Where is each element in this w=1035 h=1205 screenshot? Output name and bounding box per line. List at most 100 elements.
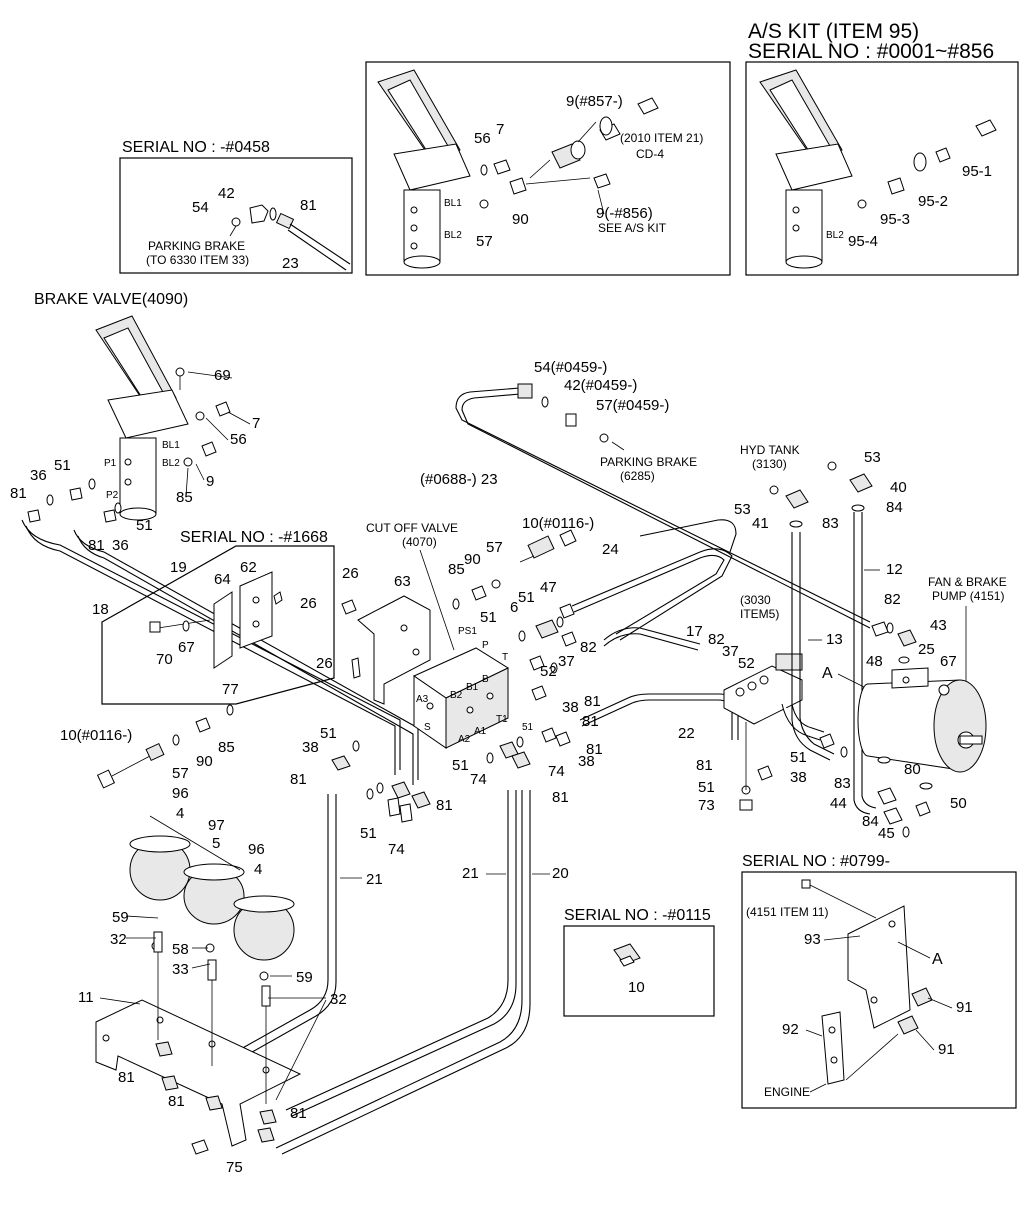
callout-9-856-top: 9(-#856) bbox=[596, 205, 653, 222]
brake-valve-main bbox=[95, 315, 189, 521]
callout-38-manifold: 38 bbox=[790, 769, 807, 786]
callout-77: 77 bbox=[222, 681, 239, 698]
port-a2: A2 bbox=[458, 734, 471, 745]
callout-48: 48 bbox=[866, 653, 883, 670]
callout-32-a: 32 bbox=[110, 931, 127, 948]
callout-44: 44 bbox=[830, 795, 847, 812]
callout-81-mid: 81 bbox=[88, 537, 105, 554]
note-4151-item-11: (4151 ITEM 11) bbox=[746, 905, 828, 919]
callout-81-lower-c: 81 bbox=[552, 789, 569, 806]
callout-51-cutoff-b: 51 bbox=[518, 589, 535, 606]
inset-serial-1668 bbox=[101, 545, 335, 705]
callout-20: 20 bbox=[552, 865, 569, 882]
callout-52-cutoff: 52 bbox=[540, 663, 557, 680]
hose-23 bbox=[455, 387, 871, 623]
callout-53-top: 53 bbox=[864, 449, 881, 466]
callout-81-lower-b: 81 bbox=[436, 797, 453, 814]
callout-97: 97 bbox=[208, 817, 225, 834]
inset-0458-parts bbox=[229, 204, 351, 271]
port-b: B bbox=[482, 674, 489, 685]
bracket-1668 bbox=[149, 571, 283, 669]
inset-0458-title: SERIAL NO : -#0458 bbox=[122, 139, 270, 156]
callout-47: 47 bbox=[540, 579, 557, 596]
callout-21-right: 21 bbox=[462, 865, 479, 882]
callout-81-plate-b: 81 bbox=[168, 1093, 185, 1110]
inset-brake-valve-detail bbox=[365, 61, 731, 276]
callout-9-main: 9 bbox=[206, 473, 214, 490]
callout-54-0459: 54(#0459-) bbox=[534, 359, 607, 376]
parking-brake-caption-2: (6285) bbox=[620, 469, 655, 483]
as-kit-serial: SERIAL NO : #0001~#856 bbox=[748, 40, 994, 63]
callout-51-bottom: 51 bbox=[698, 779, 715, 796]
callout-24: 24 bbox=[602, 541, 619, 558]
port-t1: T1 bbox=[496, 714, 508, 725]
pump-fittings bbox=[819, 621, 933, 838]
callout-5: 5 bbox=[212, 835, 220, 852]
callout-82-pump: 82 bbox=[884, 591, 901, 608]
callout-38-cutoff: 38 bbox=[562, 699, 579, 716]
fittings-top bbox=[479, 97, 659, 209]
callout-81-valve-right: 81 bbox=[582, 713, 599, 730]
callout-40: 40 bbox=[890, 479, 907, 496]
callout-51-manifold: 51 bbox=[790, 749, 807, 766]
callout-81-hose22: 81 bbox=[586, 741, 603, 758]
hose-13 bbox=[791, 532, 831, 761]
callout-4-a: 4 bbox=[176, 805, 184, 822]
hose-18 bbox=[21, 519, 401, 770]
cut-off-valve-caption-2: (4070) bbox=[402, 535, 437, 549]
callout-51-small: 51 bbox=[522, 722, 534, 733]
port-a1: A1 bbox=[474, 726, 487, 737]
callout-13: 13 bbox=[826, 631, 843, 648]
as-kit-title: A/S KIT (ITEM 95) bbox=[748, 20, 919, 43]
callout-25: 25 bbox=[918, 641, 935, 658]
hose-20 bbox=[275, 790, 523, 1149]
callout-33: 33 bbox=[172, 961, 189, 978]
fan-pump-caption-2: PUMP (4151) bbox=[932, 589, 1004, 603]
callout-59-b: 59 bbox=[296, 969, 313, 986]
port-t: T bbox=[502, 652, 508, 663]
callout-51-lower-c: 51 bbox=[452, 757, 469, 774]
hose-21-right bbox=[285, 790, 509, 1111]
callout-82-cutoff: 82 bbox=[580, 639, 597, 656]
callout-12: 12 bbox=[886, 561, 903, 578]
callout-21-left: 21 bbox=[366, 871, 383, 888]
cut-off-valve-block bbox=[412, 647, 510, 749]
inset-serial-0115 bbox=[563, 925, 715, 1017]
hyd-tank-caption-1: HYD TANK bbox=[740, 443, 800, 457]
brake-valve-fittings bbox=[27, 401, 231, 523]
callout-84-top: 84 bbox=[886, 499, 903, 516]
callout-82-manifold: 82 bbox=[708, 631, 725, 648]
callout-54-inset: 54 bbox=[192, 199, 209, 216]
port-bl2-top: BL2 bbox=[444, 230, 462, 241]
callout-19: 19 bbox=[170, 559, 187, 576]
cut-off-valve-caption-1: CUT OFF VALVE bbox=[366, 521, 458, 535]
port-b2: B2 bbox=[450, 690, 463, 701]
port-p2: P2 bbox=[106, 490, 119, 501]
callout-10-0115: 10 bbox=[628, 979, 645, 996]
callout-96-a: 96 bbox=[172, 785, 189, 802]
callout-81-cutoff: 81 bbox=[584, 693, 601, 710]
callout-7-top: 7 bbox=[496, 121, 504, 138]
callout-52-manifold: 52 bbox=[738, 655, 755, 672]
callout-26-inset: 26 bbox=[300, 595, 317, 612]
callout-38-hose22: 38 bbox=[578, 753, 595, 770]
callout-75: 75 bbox=[226, 1159, 243, 1176]
callout-70: 70 bbox=[156, 651, 173, 668]
callout-63: 63 bbox=[394, 573, 411, 590]
callout-95-3: 95-3 bbox=[880, 211, 910, 228]
callout-41: 41 bbox=[752, 515, 769, 532]
fan-brake-pump bbox=[857, 667, 987, 773]
callout-11: 11 bbox=[78, 989, 94, 1006]
callout-43: 43 bbox=[930, 617, 947, 634]
port-bl1-top: BL1 bbox=[444, 198, 462, 209]
inset-1668-title: SERIAL NO : -#1668 bbox=[180, 529, 328, 546]
parking-brake-note-1: PARKING BRAKE bbox=[148, 239, 245, 253]
parking-fittings bbox=[517, 383, 625, 451]
callout-18: 18 bbox=[92, 601, 109, 618]
callout-67-pump: 67 bbox=[940, 653, 957, 670]
port-b1: B1 bbox=[466, 682, 479, 693]
callout-51-mid: 51 bbox=[136, 517, 153, 534]
callout-57-left: 57 bbox=[172, 765, 189, 782]
